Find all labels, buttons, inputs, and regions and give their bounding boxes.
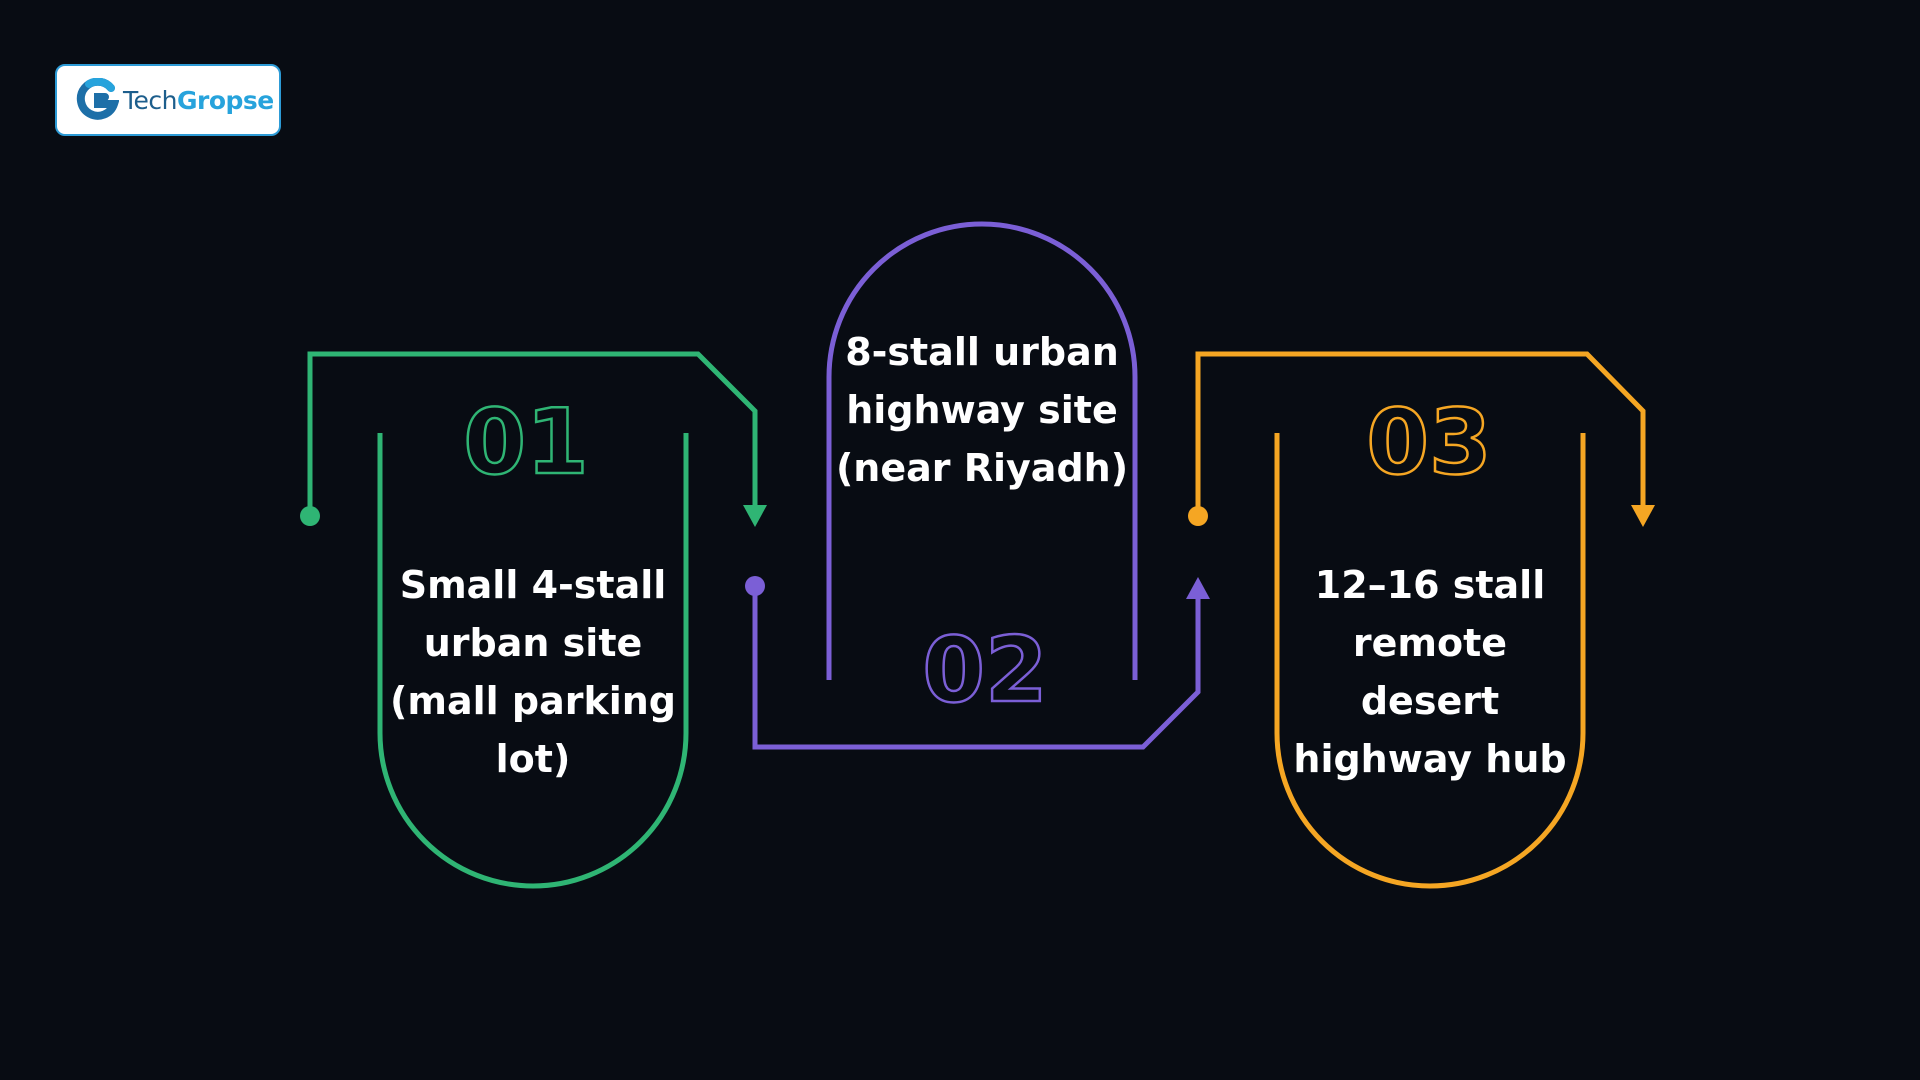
step-2-description: 8-stall urban highway site (near Riyadh) [835,330,1129,490]
step-3-start-dot [1188,506,1208,526]
step-1-description: Small 4-stall urban site (mall parking l… [389,563,677,781]
step-2-start-dot [745,576,765,596]
step-2-shape: 02 [745,221,1210,750]
logo-text-tech: Tech [123,85,178,115]
logo-wordmark: TechGropse [123,86,274,115]
step-2-connector-line [752,585,1201,750]
step-3-u-frame [1274,433,1586,889]
step-1-connector-line [307,351,758,515]
step-1-number: 01 [463,390,588,495]
step-3-connector-line [1195,351,1646,515]
logo-text-gropse: Gropse [177,85,274,115]
step-1-shape: 01 [300,351,767,889]
g-logo-icon [76,78,119,120]
techgropse-logo: TechGropse [55,64,281,136]
step-2-inverted-u-frame [826,221,1138,680]
step-3-arrow-icon [1631,505,1655,527]
step-1-start-dot [300,506,320,526]
step-3-number: 03 [1366,390,1491,495]
step-3-description: 12–16 stall remote desert highway hub [1293,563,1567,781]
step-2-number: 02 [922,618,1047,723]
step-1-u-frame [377,433,689,889]
step-2-arrow-icon [1186,577,1210,599]
step-1-arrow-icon [743,505,767,527]
step-3-shape: 03 [1188,351,1655,889]
